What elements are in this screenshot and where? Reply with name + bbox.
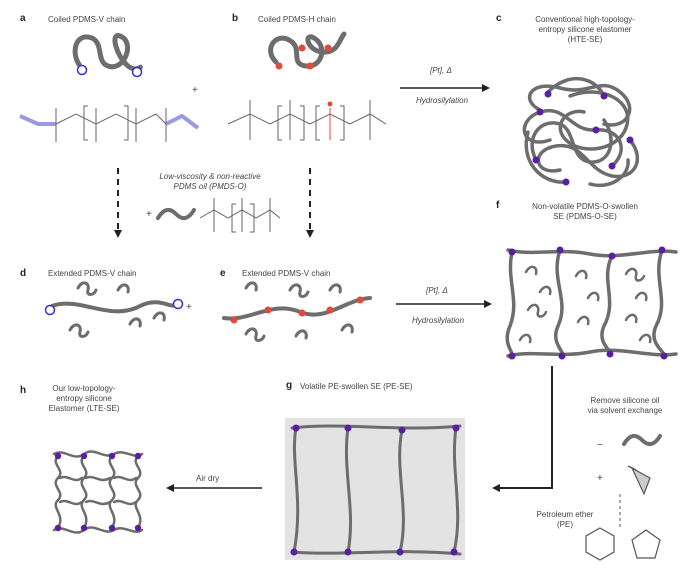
dry-label: Air dry <box>196 474 220 483</box>
panel-f-title: Non-volatile PDMS-O-swollen SE (PDMS-O-S… <box>510 202 660 222</box>
plus-sign-solvent: + <box>597 473 603 484</box>
coiled-pdms-h-chain <box>268 31 347 70</box>
panel-c-title: Conventional high-topology- entropy sili… <box>510 15 660 45</box>
solvent-label: Petroleum ether (PE) <box>520 510 610 530</box>
panel-e-title: Extended PDMS-V chain <box>242 269 331 278</box>
panel-letter-d: d <box>20 268 27 279</box>
panel-letter-a: a <box>20 13 26 24</box>
cyclohexane-icon <box>585 527 615 561</box>
cyclopentane-icon <box>631 529 661 559</box>
panel-d-title: Extended PDMS-V chain <box>48 269 137 278</box>
pe-se-network <box>290 424 462 556</box>
exchange-label-line2: via solvent exchange <box>587 406 663 415</box>
oil-label-line2: PDMS oil (PMDS-O) <box>173 182 247 191</box>
panel-letter-g: g <box>286 380 293 391</box>
hte-se-crosslinks <box>532 90 634 186</box>
panel-h-title: Our low-topology- entropy silicone Elast… <box>36 384 132 414</box>
pdms-o-se-network <box>505 246 678 360</box>
oil-label: Low-viscosity & non-reactive PDMS oil (P… <box>140 172 280 192</box>
panel-f-title-line1: Non-volatile PDMS-O-swollen <box>532 202 638 211</box>
panel-h-title-line3: Elastomer (LTE-SE) <box>48 404 120 413</box>
exchange-label-line1: Remove silicone oil <box>590 396 660 405</box>
solvent-label-line2: (PE) <box>557 520 573 529</box>
panel-h-title-line1: Our low-topology- <box>52 384 116 393</box>
panel-f-title-line2: SE (PDMS-O-SE) <box>553 212 617 221</box>
panel-g-title: Volatile PE-swollen SE (PE-SE) <box>300 382 413 391</box>
panel-a-title: Coiled PDMS-V chain <box>48 15 126 24</box>
exchange-label: Remove silicone oil via solvent exchange <box>570 396 680 416</box>
plus-sign-oil: + <box>146 209 152 220</box>
lte-se-crosslinks <box>54 452 142 532</box>
panel-c-title-line3: (HTE-SE) <box>567 35 603 44</box>
panel-letter-e: e <box>220 268 226 279</box>
flask-icon <box>627 465 651 496</box>
pdms-oil-squiggle-icon <box>156 207 196 221</box>
plus-sign-de: + <box>186 302 192 313</box>
pe-se-crosslinks <box>290 424 460 556</box>
panel-c-title-line1: Conventional high-topology- <box>535 15 635 24</box>
solvent-label-line1: Petroleum ether <box>536 510 594 519</box>
oil-removed-squiggle-icon <box>622 433 662 447</box>
plus-sign-ab: + <box>192 85 198 96</box>
oil-label-line1: Low-viscosity & non-reactive <box>159 172 261 181</box>
pdms-h-structure <box>227 100 387 141</box>
panel-c-title-line2: entropy silicone elastomer <box>538 25 632 34</box>
panel-letter-f: f <box>496 200 500 211</box>
panel-b-title: Coiled PDMS-H chain <box>258 15 336 24</box>
panel-letter-h: h <box>20 385 27 396</box>
panel-letter-b: b <box>232 13 239 24</box>
lte-se-network <box>52 450 144 534</box>
panel-h-title-line2: entropy silicone <box>56 394 112 403</box>
pdms-v-structure <box>19 105 200 142</box>
solvent-exchange-arrow <box>492 366 553 492</box>
panel-letter-c: c <box>496 13 502 24</box>
extended-pdms-v-chain <box>44 281 184 338</box>
pe-se-background <box>285 418 465 560</box>
reaction2-process: Hydrosilylation <box>412 316 465 325</box>
reaction2-catalyst: [Pt], Δ <box>426 286 448 295</box>
coiled-pdms-v-chain <box>72 33 143 78</box>
minus-sign-solvent: − <box>597 440 603 451</box>
pdms-oil-structure <box>199 198 281 233</box>
hte-se-network <box>522 76 640 188</box>
reaction1-process: Hydrosilylation <box>416 96 469 105</box>
extended-pdms-h-chain <box>222 281 372 342</box>
reaction1-catalyst: [Pt], Δ <box>430 66 452 75</box>
